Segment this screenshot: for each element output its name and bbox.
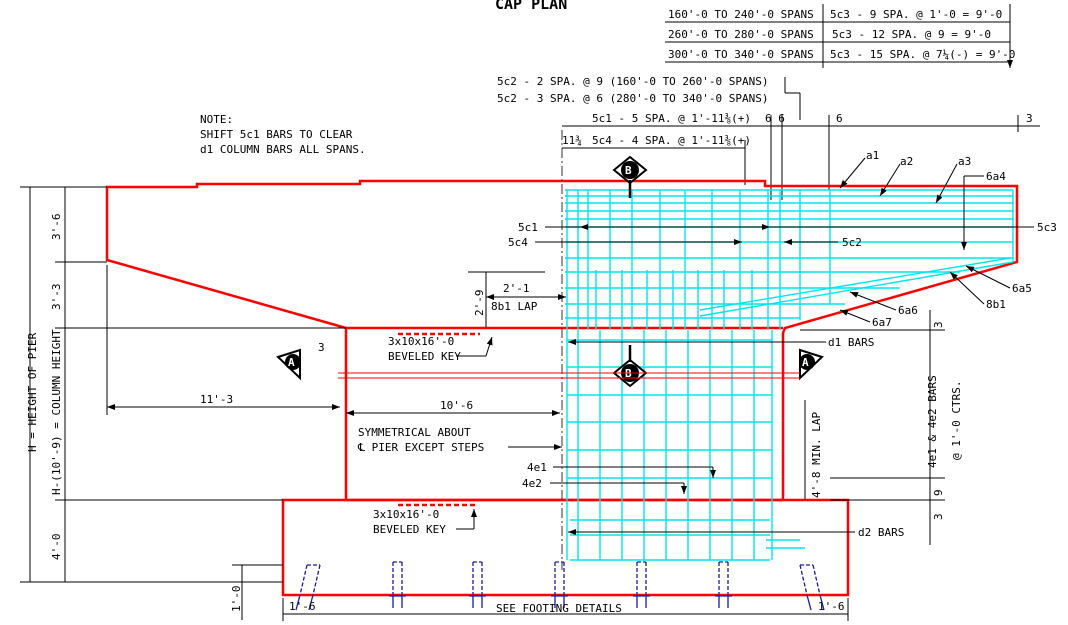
- pile: [715, 561, 732, 608]
- span-spacing: 5c3 - 12 SPA. @ 9 = 9'-0: [832, 28, 991, 41]
- dim-nine: 9: [932, 489, 945, 496]
- label-e2: 4e2: [522, 477, 542, 490]
- dim-10-6: 10'-6: [440, 399, 473, 412]
- dim-3-3: 3'-3: [50, 284, 63, 311]
- label-a7: 6a7: [872, 316, 892, 329]
- svg-text:A: A: [288, 356, 295, 369]
- svg-text:B: B: [625, 164, 632, 177]
- label-a2: a2: [900, 155, 913, 168]
- dim-three-right-a: 3: [932, 321, 945, 328]
- label-c3: 5c3: [1037, 221, 1057, 234]
- span-range: 260'-0 TO 280'-0 SPANS: [668, 28, 814, 41]
- bars-note: @ 1'-0 CTRS.: [950, 381, 963, 460]
- span-table: 160'-0 TO 240'-0 SPANS 5c3 - 9 SPA. @ 1'…: [665, 4, 1015, 68]
- dim-six: 6: [836, 112, 843, 125]
- dim-4-0: 4'-0: [50, 534, 63, 561]
- pile: [633, 561, 650, 608]
- key-label: 3x10x16'-0: [373, 508, 439, 521]
- piles: [295, 561, 825, 611]
- span-spacing: 5c3 - 9 SPA. @ 1'-0 = 9'-0: [830, 8, 1002, 21]
- dim-c1-spacing: 5c1 - 5 SPA. @ 1'-11⅜(+): [592, 112, 751, 125]
- note-line: SHIFT 5c1 BARS TO CLEAR: [200, 128, 353, 141]
- dim-2-1: 2'-1: [503, 282, 530, 295]
- pile-batter-left: [295, 564, 321, 611]
- pile: [469, 561, 486, 608]
- dim-eleven: 11¾: [562, 134, 582, 147]
- dim-c4-spacing: 5c4 - 4 SPA. @ 1'-11⅜(+): [592, 134, 751, 147]
- min-lap-label: 4'-8 MIN. LAP: [810, 412, 823, 498]
- dim-six-six: 6 6: [765, 112, 785, 125]
- section-b-top: B: [612, 155, 648, 198]
- label-c4: 5c4: [508, 236, 528, 249]
- key-label: 3x10x16'-0: [388, 335, 454, 348]
- dim-1-0: 1'-0: [230, 586, 243, 613]
- label-e1: 4e1: [527, 461, 547, 474]
- key-label: BEVELED KEY: [388, 350, 461, 363]
- svg-text:A: A: [802, 356, 809, 369]
- dim-1-6-right: 1'-6: [818, 600, 845, 613]
- pile-batter-right: [799, 564, 825, 611]
- span-range: 160'-0 TO 240'-0 SPANS: [668, 8, 814, 21]
- bars-note: 4e1 & 4e2 BARS: [926, 375, 939, 468]
- section-b-mid: B: [612, 345, 648, 388]
- section-a-left: A: [276, 348, 301, 381]
- symmetric-note: ℄ PIER EXCEPT STEPS: [357, 441, 484, 454]
- label-c2: 5c2: [842, 236, 862, 249]
- dim-3-6: 3'-6: [50, 214, 63, 241]
- dim-three: 3: [1026, 112, 1033, 125]
- label-c1: 5c1: [518, 221, 538, 234]
- dim-1-6-left: 1'-6: [289, 600, 316, 613]
- lap-label: 8b1 LAP: [491, 300, 538, 313]
- pier-height-label: H = HEIGHT OF PIER: [26, 332, 39, 452]
- label-a5: 6a5: [1012, 282, 1032, 295]
- c2-note: 5c2 - 3 SPA. @ 6 (280'-0 TO 340'-0 SPANS…: [497, 92, 769, 105]
- span-spacing: 5c3 - 15 SPA. @ 7¼(-) = 9'-0: [830, 48, 1015, 61]
- c2-note: 5c2 - 2 SPA. @ 9 (160'-0 TO 260'-0 SPANS…: [497, 75, 769, 88]
- dim-three-left: 3: [318, 341, 325, 354]
- span-range: 300'-0 TO 340'-0 SPANS: [668, 48, 814, 61]
- symmetric-note: SYMMETRICAL ABOUT: [358, 426, 471, 439]
- drawing-title: CAP PLAN: [495, 0, 567, 13]
- column-height-label: H-(10'-9) = COLUMN HEIGHT: [50, 329, 63, 495]
- footing-note: SEE FOOTING DETAILS: [496, 602, 622, 615]
- section-a-right: A: [799, 348, 824, 381]
- label-a1: a1: [866, 149, 879, 162]
- note-heading: NOTE:: [200, 113, 233, 126]
- footing-outline: [281, 498, 850, 597]
- bar-labels: a1 a2 a3 6a4 5c3 5c1 5c4 5c2 6a5 8b1 6a6…: [508, 149, 1057, 539]
- pile: [389, 561, 406, 608]
- label-b1: 8b1: [986, 298, 1006, 311]
- label-a3: a3: [958, 155, 971, 168]
- dim-11-3: 11'-3: [200, 393, 233, 406]
- key-label: BEVELED KEY: [373, 523, 446, 536]
- label-d1: d1 BARS: [828, 336, 874, 349]
- pile: [551, 561, 568, 608]
- label-a6: 6a6: [898, 304, 918, 317]
- rebar-cage: [565, 189, 1014, 561]
- note-line: d1 COLUMN BARS ALL SPANS.: [200, 143, 366, 156]
- label-d2: d2 BARS: [858, 526, 904, 539]
- label-a4: 6a4: [986, 170, 1006, 183]
- dim-2-9: 2'-9: [473, 290, 486, 317]
- dim-three-right-b: 3: [932, 513, 945, 520]
